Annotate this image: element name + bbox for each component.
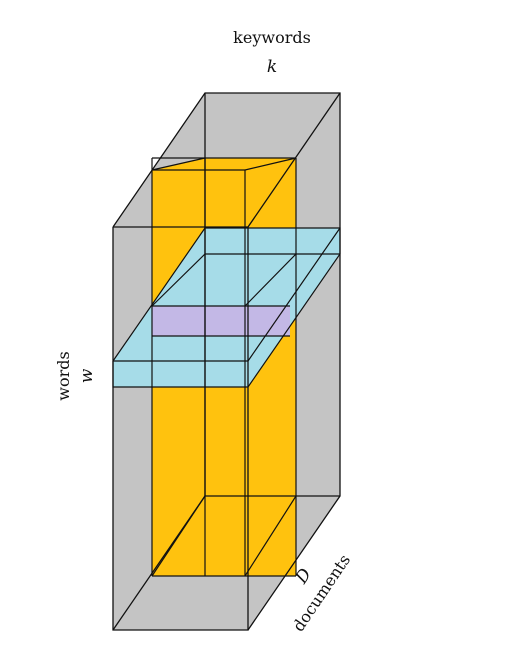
intersection-region (152, 306, 290, 336)
documents-label: documents (289, 551, 354, 635)
word-symbol: w (77, 368, 97, 383)
plane-edges (112, 227, 341, 388)
words-label: words (54, 351, 73, 400)
keyword-symbol: k (267, 57, 277, 77)
slab-edges (151, 157, 297, 577)
slab-top-face (152, 158, 296, 170)
keywords-label: keywords (233, 28, 311, 47)
